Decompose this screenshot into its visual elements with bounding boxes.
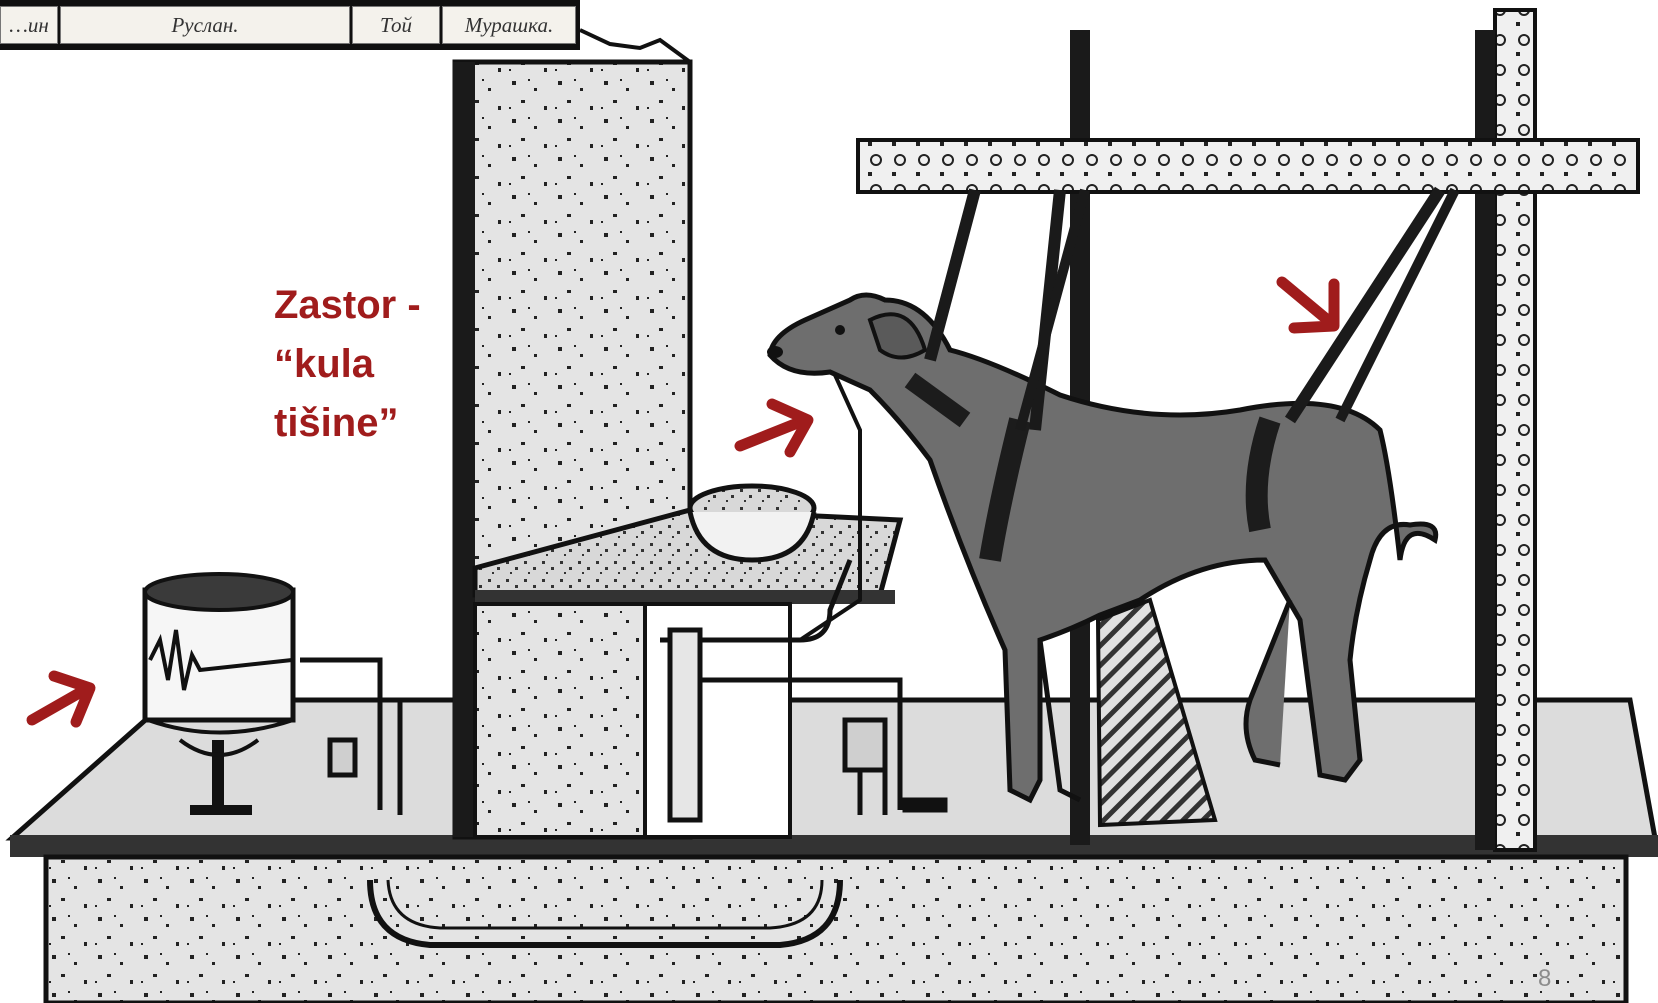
caption-line: “kula bbox=[274, 335, 454, 394]
red-arrow-icon bbox=[1282, 282, 1334, 328]
caption-line: tišine” bbox=[274, 394, 454, 453]
photo-label: Той bbox=[352, 6, 440, 44]
frame-post-right bbox=[1495, 10, 1535, 850]
photo-label: Руслан. bbox=[60, 6, 350, 44]
lower-cabinet bbox=[475, 604, 645, 837]
screen-caption: Zastor - “kula tišine” bbox=[274, 276, 454, 453]
table-base bbox=[46, 857, 1626, 1003]
photo-label: …ин bbox=[0, 6, 58, 44]
photo-label: Мурашка. bbox=[442, 6, 576, 44]
red-arrow-icon bbox=[32, 676, 90, 722]
table-edge bbox=[10, 835, 1658, 857]
red-arrow-icon bbox=[740, 404, 808, 452]
photo-strip: …ин Руслан. Той Мурашка. bbox=[0, 0, 580, 50]
caption-line: Zastor - bbox=[274, 276, 454, 335]
page-number: 8 bbox=[1538, 965, 1551, 993]
frame-crossbar bbox=[858, 140, 1638, 192]
